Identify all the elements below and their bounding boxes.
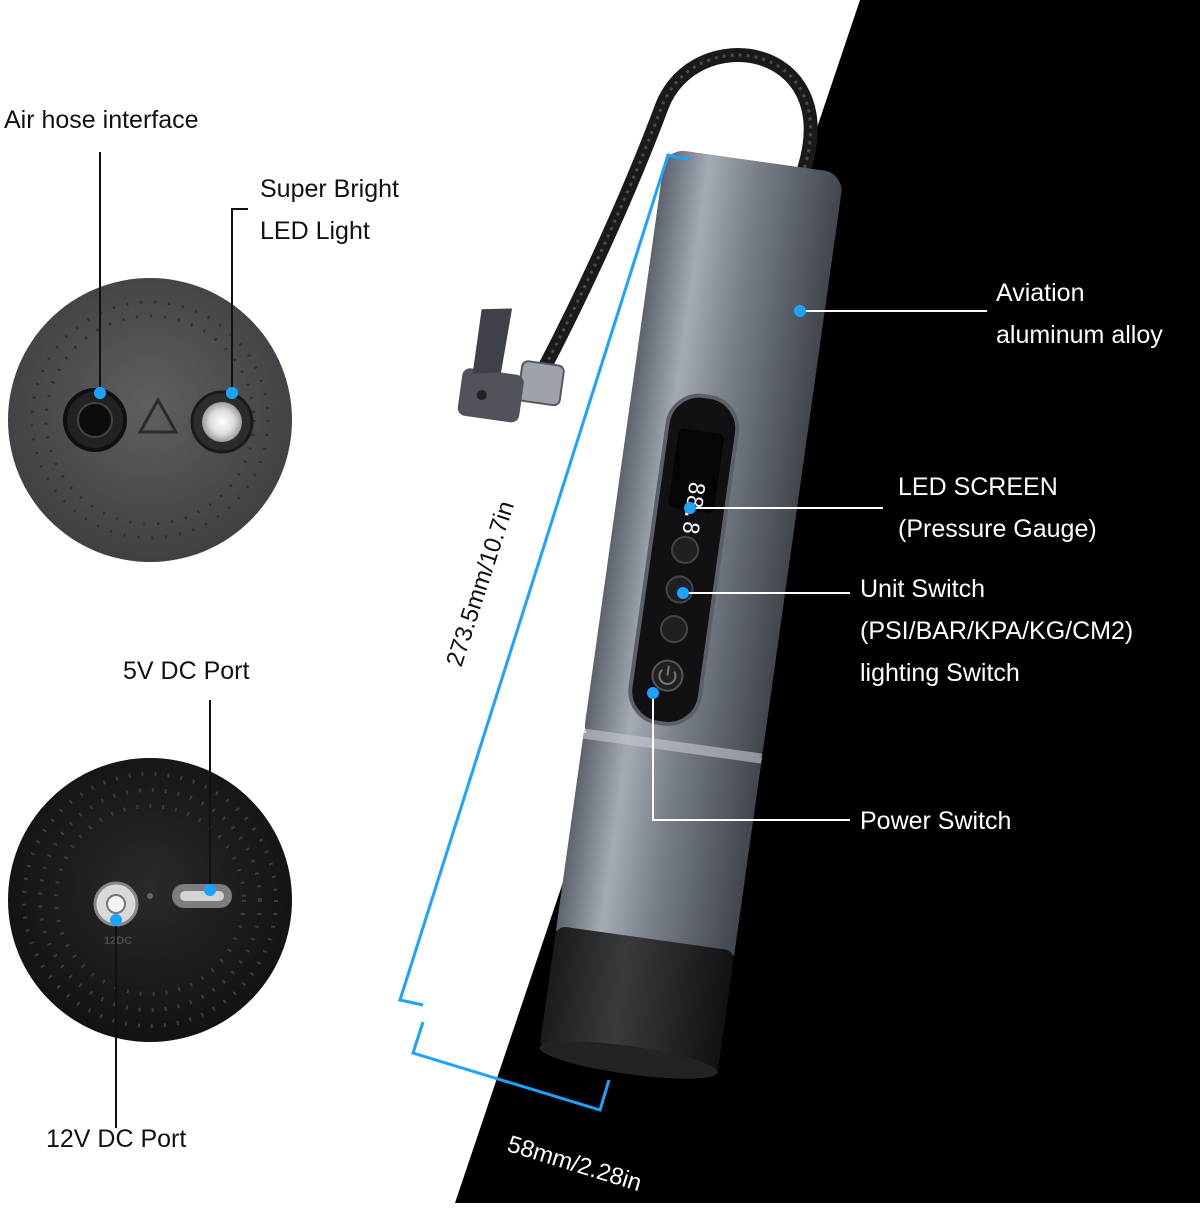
- dot-power: [647, 687, 659, 699]
- dot-air-hose: [94, 387, 106, 399]
- bottom-end-disc: 12DC: [8, 758, 292, 1042]
- label-unit-switch-line1: Unit Switch: [860, 575, 986, 603]
- led-display: [668, 428, 724, 513]
- pump-device: 88.8: [457, 48, 842, 1079]
- label-air-hose-interface: Air hose interface: [4, 106, 199, 134]
- label-aviation-line2: aluminum alloy: [996, 321, 1163, 349]
- label-aviation-line1: Aviation: [996, 279, 1085, 307]
- dot-dc12v: [110, 914, 122, 926]
- label-led-screen-line2: (Pressure Gauge): [898, 515, 1097, 543]
- port-marking: 12DC: [104, 935, 132, 947]
- dot-unit-switch: [677, 587, 689, 599]
- hot-warning-icon: [137, 396, 179, 434]
- unit-switch-button: [671, 535, 700, 564]
- label-unit-switch-line2: (PSI/BAR/KPA/KG/CM2): [860, 617, 1134, 645]
- dot-screen: [684, 502, 696, 514]
- dot-aviation: [794, 305, 806, 317]
- minus-button: [660, 615, 689, 644]
- diameter-dimension-line: [411, 1021, 611, 1112]
- length-dimension-line: [398, 153, 691, 1007]
- label-led-light-line1: Super Bright: [260, 175, 399, 203]
- label-5v-dc-port: 5V DC Port: [123, 657, 250, 685]
- label-power-switch: Power Switch: [860, 807, 1012, 835]
- top-end-disc: [8, 278, 292, 562]
- hose-nozzle: [517, 360, 565, 407]
- end-cap: [540, 926, 734, 1074]
- label-unit-switch-line3: lighting Switch: [860, 659, 1020, 687]
- dot-usbc: [204, 884, 216, 896]
- leader-lines: [99, 152, 987, 1128]
- label-12v-dc-port: 12V DC Port: [46, 1125, 187, 1153]
- air-hose: [537, 48, 818, 376]
- dot-led-light: [226, 387, 238, 399]
- label-led-light-line2: LED Light: [260, 217, 370, 245]
- label-led-screen-line1: LED SCREEN: [898, 473, 1058, 501]
